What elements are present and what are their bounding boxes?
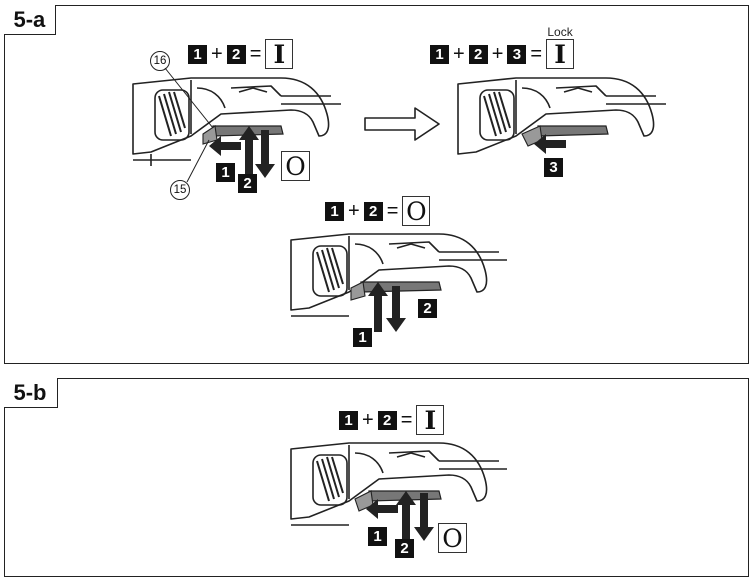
equals-sign: =	[249, 43, 262, 65]
callout-16: 16	[150, 51, 170, 71]
step-2-square: 2	[395, 539, 414, 558]
marker-b-1: 1	[368, 527, 387, 546]
equals-sign: =	[386, 200, 399, 222]
plus-sign: +	[211, 43, 223, 65]
panel-5b-tab: 5-b	[3, 377, 58, 408]
panel-5b: 5-b 1 + 2 = I 1 2 O	[3, 377, 749, 577]
step-1-square: 1	[430, 45, 449, 64]
plus-sign: +	[348, 200, 360, 222]
plus-sign: +	[362, 409, 374, 431]
switch-on-symbol: I	[546, 39, 575, 69]
arrow-down-icon	[414, 493, 434, 541]
switch-on-symbol: I	[265, 39, 294, 69]
arrow-left-icon	[209, 136, 241, 156]
step-2-square: 2	[226, 44, 246, 64]
arrow-up-icon	[368, 282, 388, 332]
equals-sign: =	[400, 409, 413, 431]
step-3-square: 3	[507, 45, 527, 64]
equation-a-bottom: 1 + 2 = O	[325, 196, 431, 226]
step-3-square: 3	[544, 158, 563, 177]
step-1-square: 1	[188, 44, 207, 64]
switch-off-symbol: O	[281, 151, 310, 181]
plus-sign: +	[491, 43, 504, 65]
grinder-illustration-b	[290, 442, 507, 526]
transition-arrow-icon	[364, 107, 440, 141]
arrow-down-icon	[255, 130, 275, 178]
step-2-square: 2	[468, 45, 488, 64]
marker-b3: 3	[544, 158, 563, 177]
arrow-group-a3	[368, 282, 406, 332]
step-2-square: 2	[377, 410, 397, 430]
marker-a2: 2	[238, 174, 257, 193]
switch-on-symbol: I	[416, 405, 445, 435]
switch-off-symbol: O	[402, 196, 431, 226]
arrow-down-icon	[386, 286, 406, 332]
marker-a1: 1	[216, 163, 235, 182]
step-2-square: 2	[363, 201, 383, 221]
equation-b: 1 + 2 = I	[339, 405, 445, 435]
step-1-square: 1	[353, 328, 372, 347]
marker-b-2: 2	[395, 539, 414, 558]
step-2-square: 2	[238, 174, 257, 193]
grinder-illustration-a1	[132, 77, 341, 166]
arrow-group-b	[366, 491, 434, 543]
step-1-square: 1	[216, 163, 235, 182]
panel-5a: 5-a 1 + 2 = I 1 + 2 + 3 = Lock I 1 + 2 =…	[3, 4, 749, 364]
arrow-group-a1	[209, 126, 275, 180]
arrow-left-icon	[366, 499, 398, 519]
marker-c1: 1	[353, 328, 372, 347]
callout-16-leader	[164, 67, 214, 129]
callout-15-leader	[186, 139, 210, 183]
callout-15: 15	[170, 180, 190, 200]
switch-off-symbol: O	[438, 523, 467, 553]
equation-a-top-left: 1 + 2 = I	[188, 39, 294, 69]
equals-sign: =	[530, 43, 543, 65]
arrow-up-icon	[396, 491, 416, 543]
step-1-square: 1	[368, 527, 387, 546]
step-1-square: 1	[325, 201, 344, 221]
lock-result: Lock I	[546, 25, 575, 69]
equation-a-top-right: 1 + 2 + 3 = Lock I	[430, 25, 575, 69]
lock-label: Lock	[547, 25, 573, 39]
step-1-square: 1	[339, 410, 358, 430]
arrow-up-icon	[239, 126, 259, 180]
marker-c2: 2	[418, 299, 437, 318]
grinder-illustration-a3	[290, 233, 507, 317]
arrow-left-icon	[534, 134, 566, 154]
step-2-square: 2	[418, 299, 437, 318]
panel-5a-tab: 5-a	[3, 4, 57, 35]
plus-sign: +	[453, 43, 465, 65]
grinder-illustration-a2	[457, 77, 666, 155]
